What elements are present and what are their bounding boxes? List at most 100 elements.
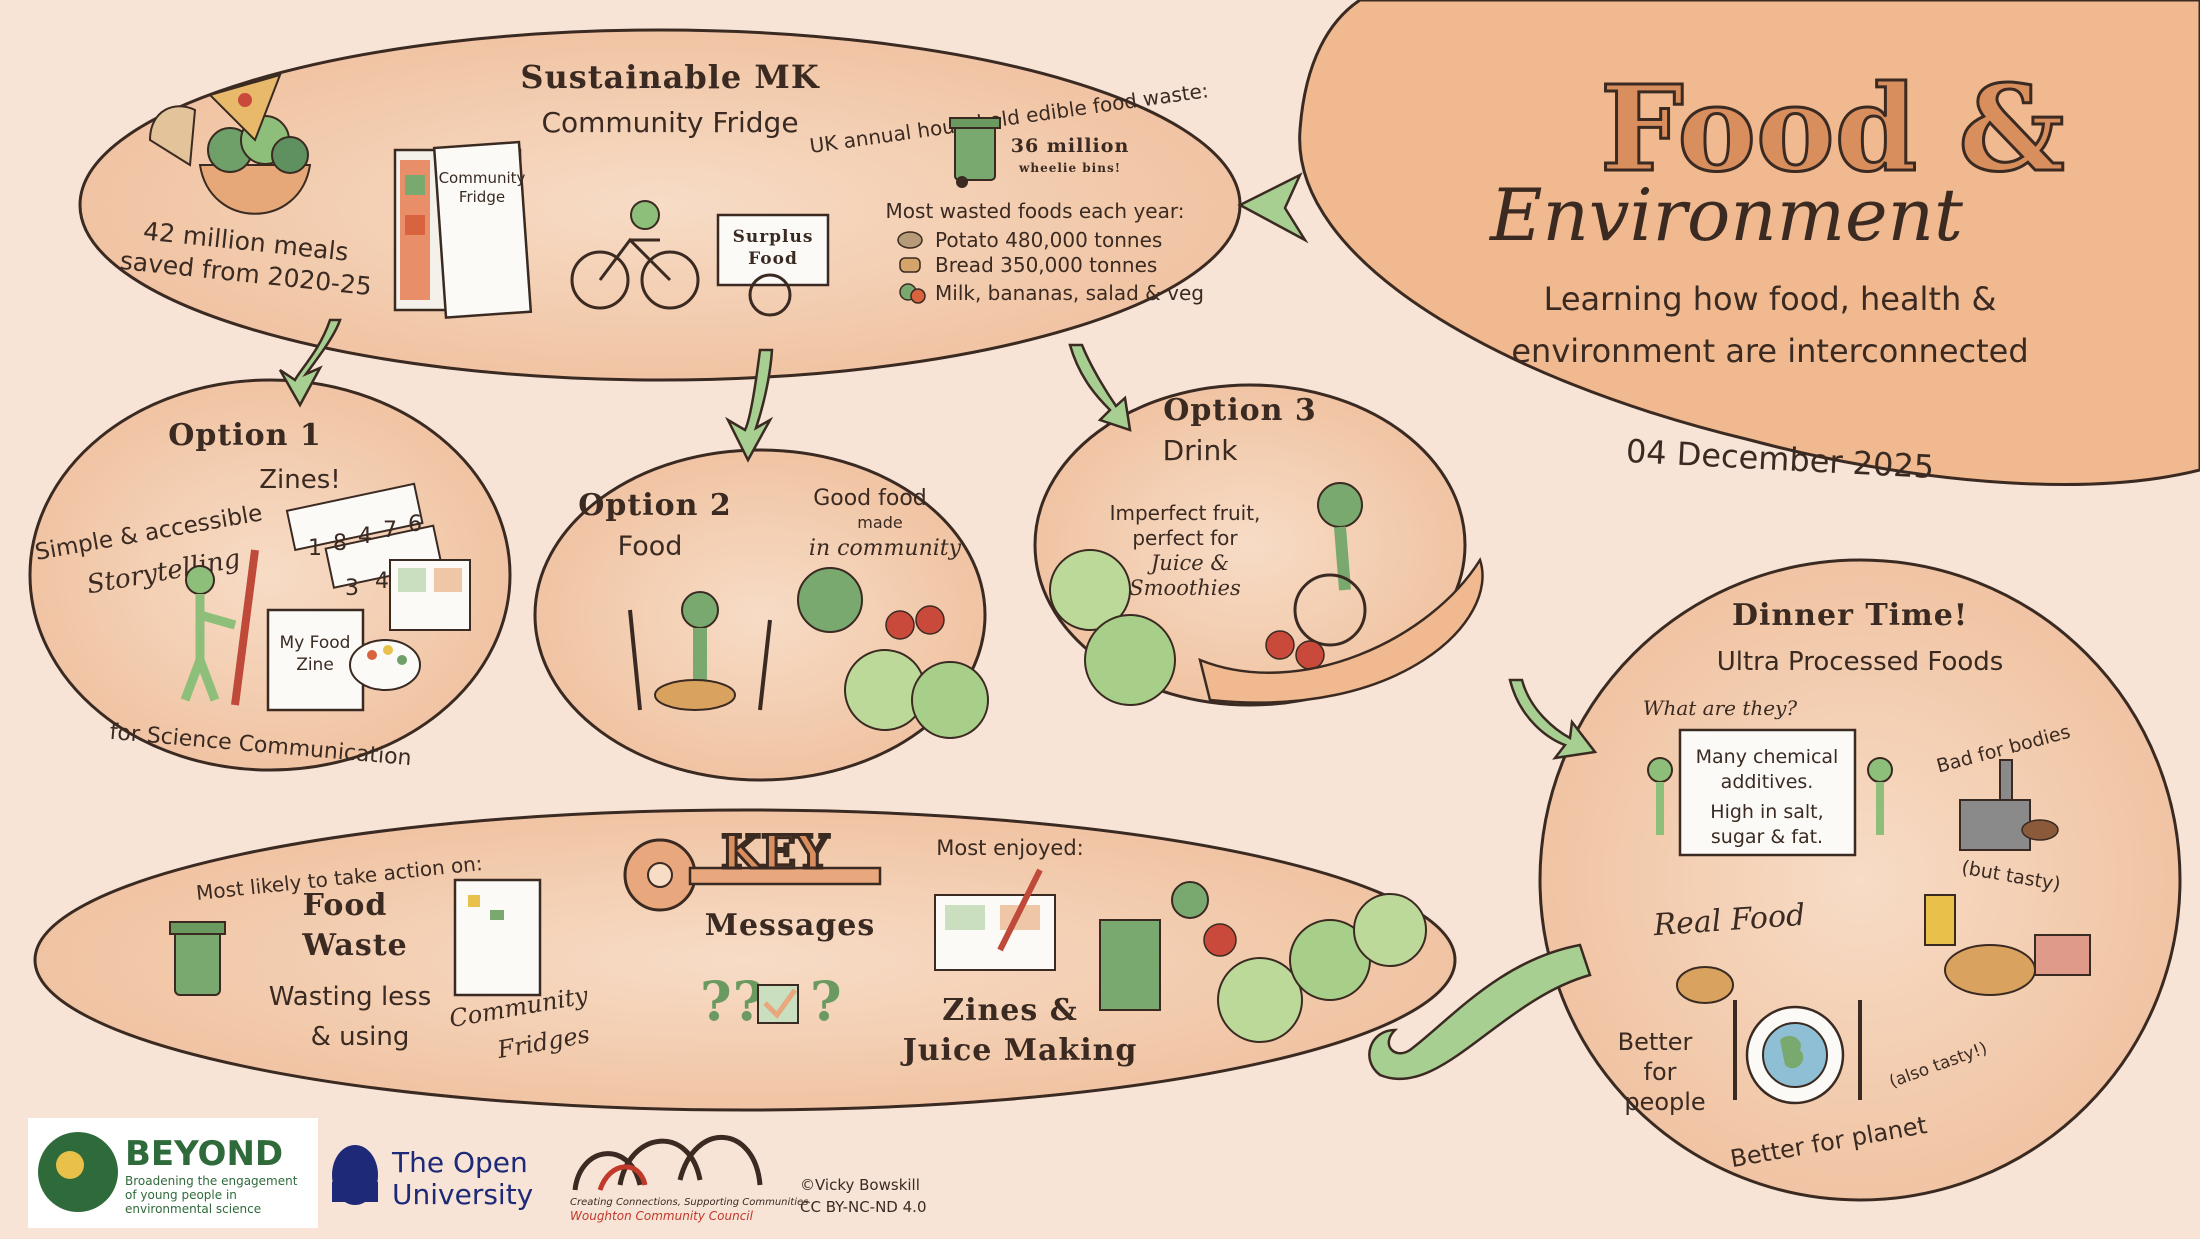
cart-line2: Food [748, 249, 798, 269]
arrow-to-option1 [278, 318, 342, 408]
smoothie-bike-illustration [1049, 482, 1484, 706]
enjoyed-heading: Most enjoyed: [936, 836, 1083, 860]
ou-line2: University [392, 1178, 533, 1211]
dinner-bubble [1538, 558, 2182, 1202]
option2-line3: in community [809, 536, 962, 561]
wasted-item-2: Bread 350,000 tonnes [935, 253, 1157, 277]
number-card-6: 3 [345, 576, 359, 601]
comic-zine-icon [389, 559, 471, 631]
arrow-to-dinner [1508, 678, 1598, 760]
beyond-name: BEYOND [125, 1134, 283, 1174]
option2-title: Food [618, 531, 683, 562]
credit-line1: ©Vicky Bowskill [800, 1176, 920, 1194]
earth-plate-icon [1676, 966, 1862, 1105]
fridge-label-line1: Community [439, 169, 526, 187]
flow-arrows [278, 172, 1598, 1081]
option2-label: Option 2 [578, 488, 732, 523]
most-wasted-heading: Most wasted foods each year: [886, 199, 1185, 223]
number-card-7: 4 [375, 569, 389, 594]
key-bin-icon [169, 921, 226, 996]
wheelie-bin-icon [949, 117, 1001, 188]
cart-line1: Surplus [733, 227, 814, 247]
fridge-label-line2: Fridge [459, 188, 505, 206]
svg-text:?: ? [810, 969, 843, 1033]
open-university-logo [332, 1145, 378, 1205]
arrow-dinner-to-key [1368, 943, 1592, 1081]
dinner-title: Ultra Processed Foods [1717, 647, 2004, 677]
beyond-tag-3: environmental science [125, 1202, 261, 1216]
burger-fries-icon [1924, 894, 2091, 996]
woughton-logo [572, 1135, 763, 1191]
arrow-to-option3 [1068, 343, 1132, 432]
zine-book-line1: My Food [280, 633, 351, 653]
zines-line2: Juice Making [900, 1033, 1138, 1068]
wcc-name: Woughton Community Council [570, 1209, 754, 1223]
bins-line1: 36 million [1011, 135, 1130, 157]
messages-text: Messages [705, 908, 875, 943]
beyond-tag-1: Broadening the engagement [125, 1174, 298, 1188]
better-people-line1: Better [1618, 1028, 1693, 1056]
option3-line3: Juice & [1147, 551, 1229, 575]
wasted-item-1: Potato 480,000 tonnes [935, 228, 1162, 252]
option2-line2: made [857, 513, 902, 532]
bread-icon [899, 257, 921, 273]
key-messages-bubble [33, 808, 1457, 1112]
zines-line1: Zines & [942, 993, 1078, 1028]
wcc-tag: Creating Connections, Supporting Communi… [570, 1197, 808, 1208]
option3-line2: perfect for [1132, 526, 1238, 550]
wasted-item-3: Milk, bananas, salad & veg [935, 281, 1204, 305]
food-waste-line1: Food [303, 888, 388, 923]
upf-board-icon [1647, 728, 1893, 857]
arrow-to-option2 [724, 348, 774, 463]
wasting-line1: Wasting less [269, 982, 432, 1012]
option1-label: Option 1 [168, 418, 322, 453]
option3-line4: Smoothies [1129, 576, 1241, 600]
header-subtitle-line1: Learning how food, health & [1544, 280, 1997, 318]
wasting-line2: & using [311, 1022, 410, 1052]
svg-text:??: ?? [700, 969, 765, 1033]
juice-press-illustration [1099, 881, 1427, 1043]
number-card-5: 6 [408, 512, 422, 537]
header-bubble [1298, 0, 2200, 486]
question-check-icon: ?? ? [700, 969, 843, 1033]
food-waste-line2: Waste [301, 928, 407, 963]
salad-bowl-illustration [148, 73, 312, 215]
option3-title: Drink [1163, 434, 1239, 467]
better-people-line3: people [1624, 1088, 1705, 1116]
community-fridge-icon [393, 140, 533, 319]
header-subtitle-line2: environment are interconnected [1511, 332, 2028, 370]
potato-icon [897, 231, 923, 249]
key-zine-illustration [934, 868, 1056, 971]
number-card-4: 7 [383, 518, 397, 543]
ou-line1: The Open [391, 1146, 528, 1179]
option2-line1: Good food [813, 486, 927, 511]
fridge-name: Community Fridge [541, 106, 798, 139]
key-text: KEY [721, 825, 830, 879]
option1-title: Zines! [259, 465, 340, 495]
number-card-1: 1 [308, 536, 322, 561]
key-fridge-icon [453, 878, 542, 997]
zine-stick-figure [180, 549, 259, 706]
number-card-3: 4 [358, 524, 372, 549]
factory-icon [1959, 759, 2059, 851]
zine-book-icon [266, 608, 365, 712]
fridge-org: Sustainable MK [520, 58, 820, 96]
key-icon [623, 838, 882, 912]
header-title-line2: Environment [1488, 173, 1964, 257]
surplus-food-bike-icon [570, 200, 830, 317]
upf-board-line1: Many chemical [1696, 746, 1839, 768]
option2-food-illustration [628, 567, 989, 739]
option3-line1: Imperfect fruit, [1110, 501, 1261, 525]
dinner-question: What are they? [1643, 696, 1797, 720]
option3-label: Option 3 [1163, 393, 1317, 428]
upf-board-line4: sugar & fat. [1711, 826, 1823, 848]
dinner-label: Dinner Time! [1732, 598, 1968, 633]
mixed-produce-icon [899, 283, 926, 304]
header-title-line1: Food & [1600, 59, 2065, 198]
upf-board-line3: High in salt, [1710, 801, 1823, 823]
palette-icon [349, 639, 421, 691]
upf-board-line2: additives. [1721, 771, 1814, 793]
zine-book-line2: Zine [296, 655, 334, 675]
